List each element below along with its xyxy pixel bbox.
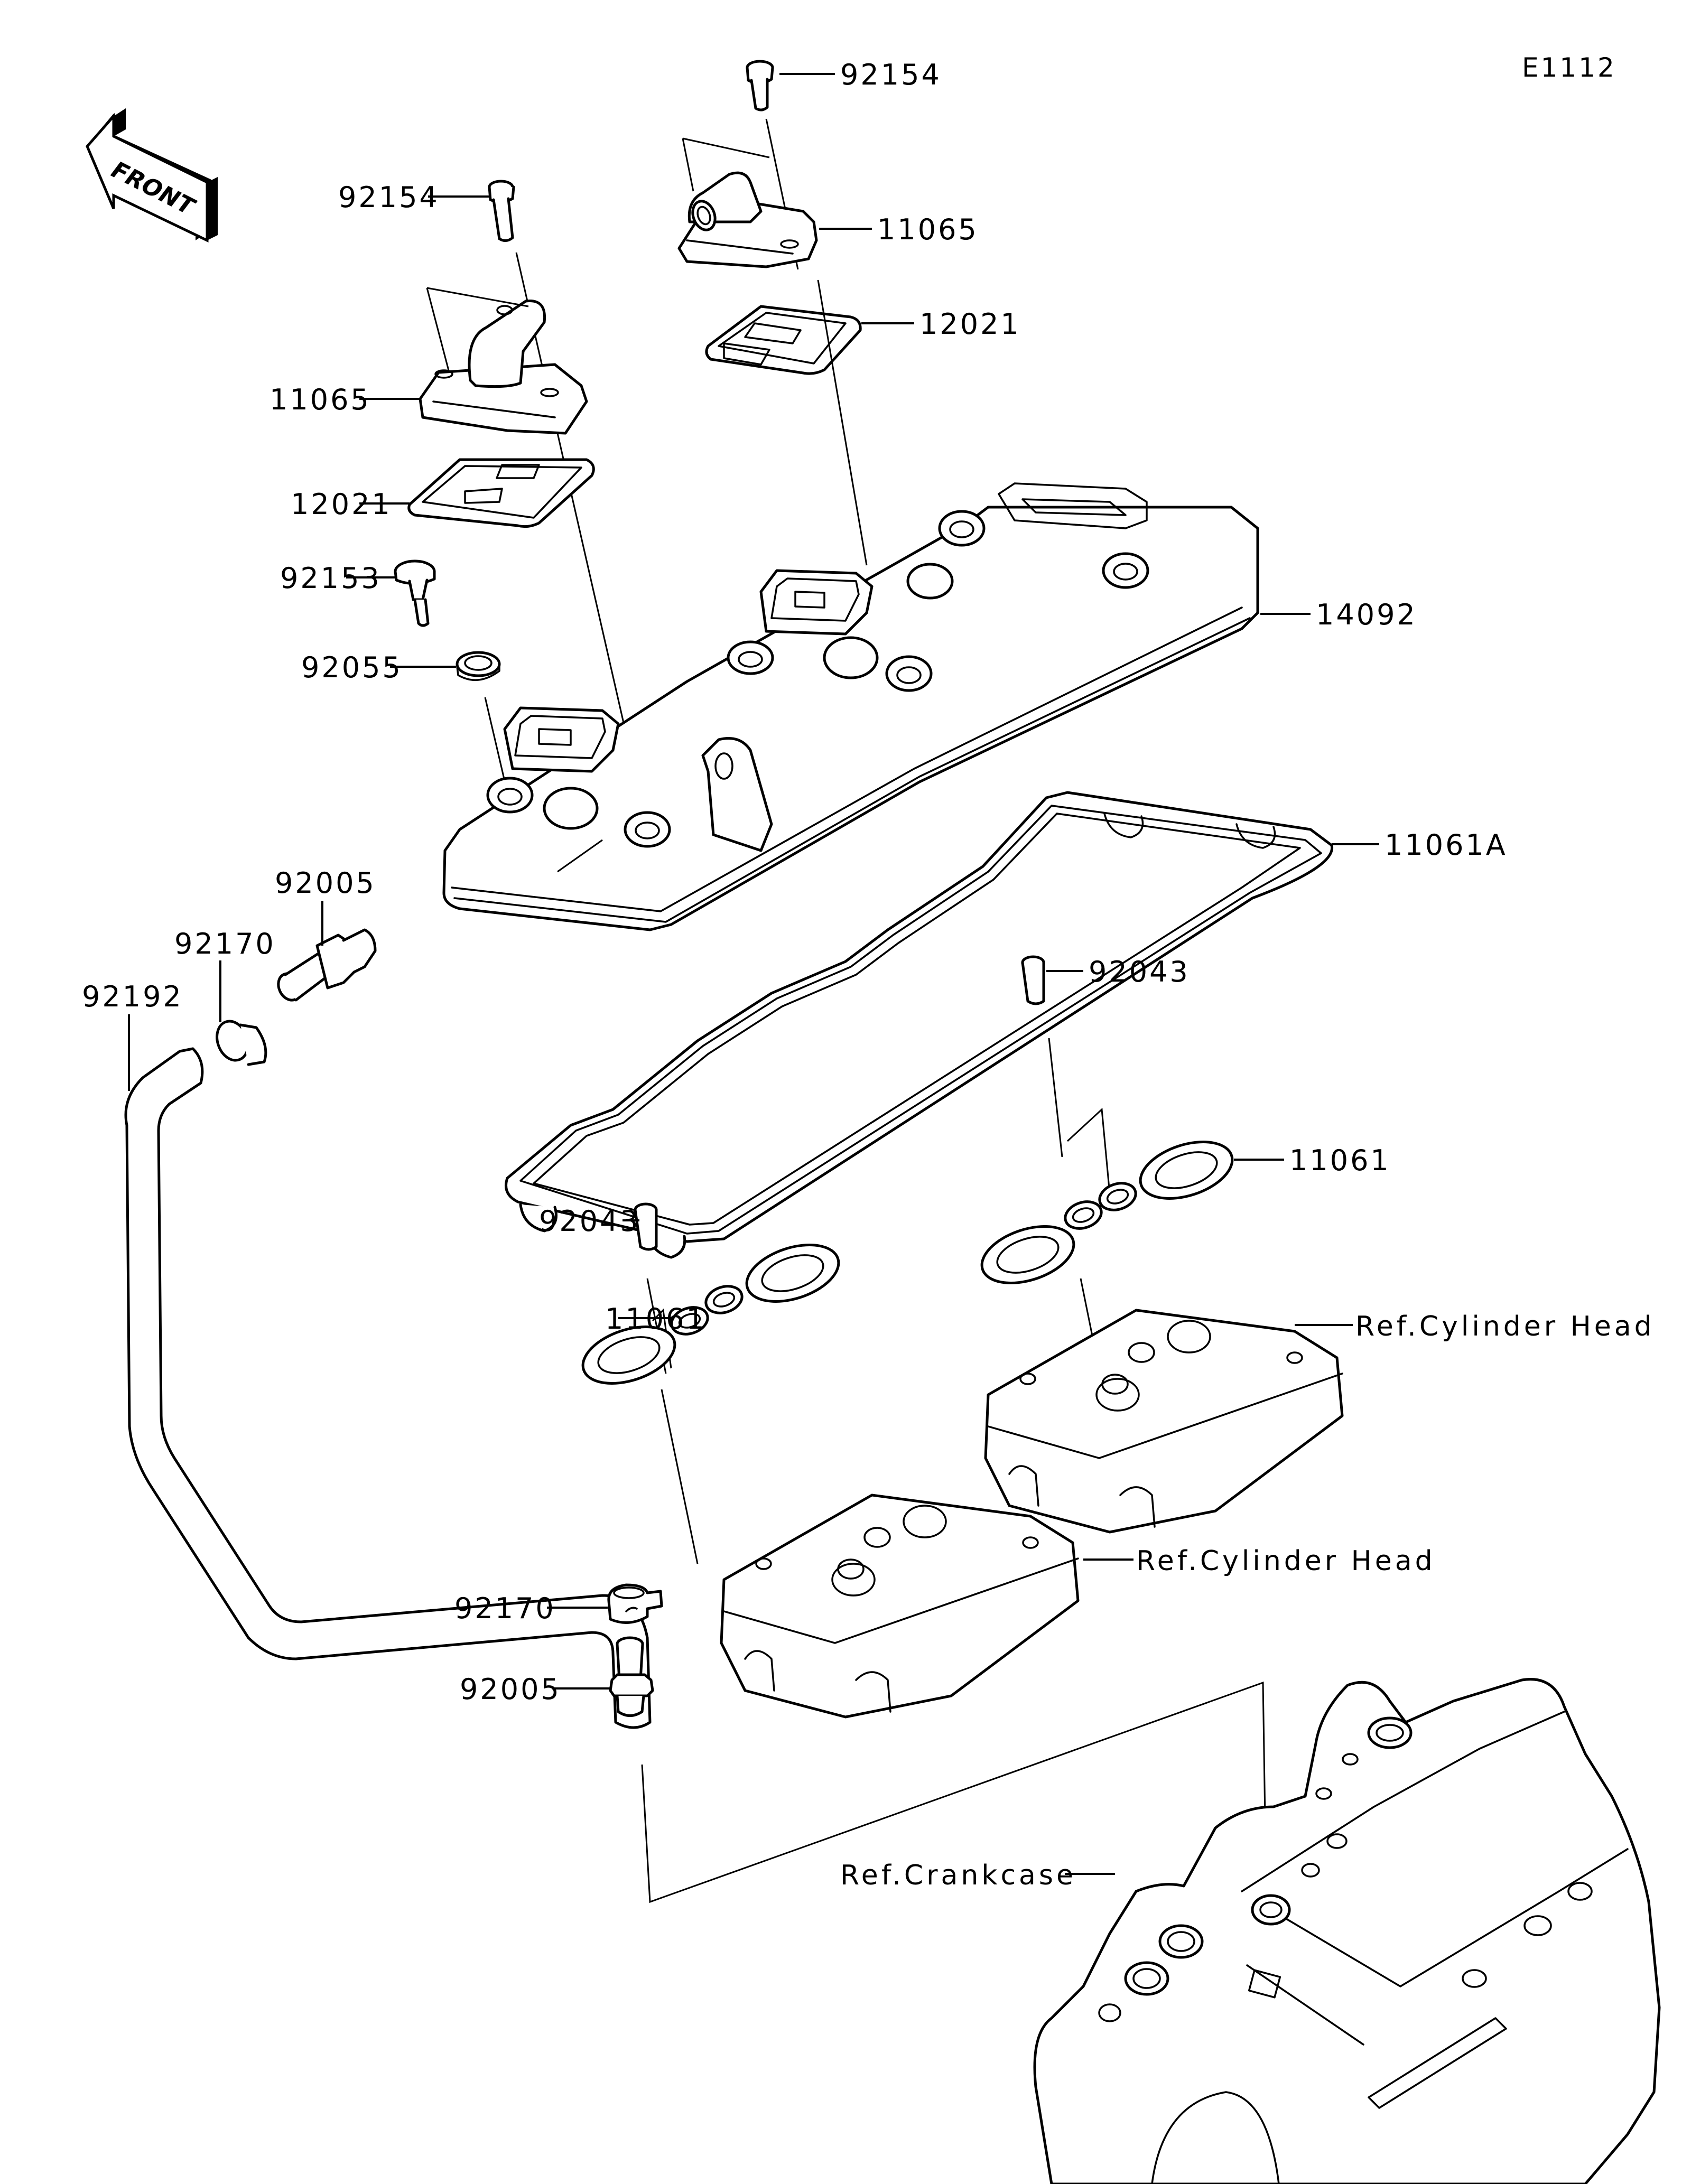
plug-hole-gasket-11061-right[interactable] xyxy=(975,1132,1240,1294)
breather-cover-11065-right[interactable] xyxy=(677,171,818,268)
callout-92154: 92154 xyxy=(840,58,942,91)
head-cover-gasket-11061A[interactable] xyxy=(505,791,1334,1259)
bolt-92154-left[interactable] xyxy=(488,180,515,242)
callout-92154: 92154 xyxy=(338,181,440,214)
breather-hose-92192[interactable] xyxy=(124,1047,652,1729)
callout-11061: 11061 xyxy=(1289,1144,1391,1177)
diagram-code: E1112 xyxy=(1522,52,1616,83)
callout-14092: 14092 xyxy=(1316,598,1417,631)
valve-cover-14092[interactable] xyxy=(442,482,1259,931)
callout-11061: 11061 xyxy=(605,1302,707,1336)
callout-92055: 92055 xyxy=(301,651,403,684)
dowel-pin-92043-right[interactable] xyxy=(1021,955,1045,1005)
callout-11061A: 11061A xyxy=(1385,828,1508,862)
callout-ref-crankcase: Ref.Crankcase xyxy=(840,1860,1076,1891)
callout-92170: 92170 xyxy=(454,1592,556,1625)
plug-hole-gasket-11061-left[interactable] xyxy=(576,1235,846,1394)
callout-11065: 11065 xyxy=(877,213,979,246)
callout-92192: 92192 xyxy=(82,980,183,1013)
callout-ref-cylinder-head: Ref.Cylinder Head xyxy=(1136,1545,1436,1577)
hose-clamp-92170-top[interactable] xyxy=(212,1017,267,1066)
dowel-pin-92043-left[interactable] xyxy=(634,1202,658,1251)
callout-12021: 12021 xyxy=(919,307,1021,341)
cylinder-head-left[interactable] xyxy=(720,1494,1080,1719)
callout-92043: 92043 xyxy=(539,1205,640,1238)
callout-92153: 92153 xyxy=(280,562,382,595)
callout-11065: 11065 xyxy=(270,383,371,416)
hose-clamp-92170-bottom[interactable] xyxy=(607,1583,663,1624)
gasket-12021-right[interactable] xyxy=(705,305,862,375)
bolt-92154-right[interactable] xyxy=(746,60,774,111)
callout-ref-cylinder-head: Ref.Cylinder Head xyxy=(1355,1311,1655,1342)
front-arrow-icon: FRONT xyxy=(86,108,218,242)
callout-92005: 92005 xyxy=(275,866,376,900)
crankcase[interactable] xyxy=(1033,1678,1661,2184)
breather-cover-11065-left[interactable] xyxy=(419,300,588,435)
callout-92005: 92005 xyxy=(460,1673,561,1706)
callout-92043: 92043 xyxy=(1089,955,1190,988)
callout-92170: 92170 xyxy=(174,927,276,960)
gasket-12021-left[interactable] xyxy=(407,458,595,528)
bolt-92153[interactable] xyxy=(394,559,436,627)
grommet-92055[interactable] xyxy=(456,651,501,682)
breather-fitting-92005-bottom[interactable] xyxy=(609,1636,654,1717)
callout-12021: 12021 xyxy=(291,488,392,521)
cylinder-head-right[interactable] xyxy=(984,1309,1344,1534)
breather-fitting-92005-top[interactable] xyxy=(274,928,377,1004)
